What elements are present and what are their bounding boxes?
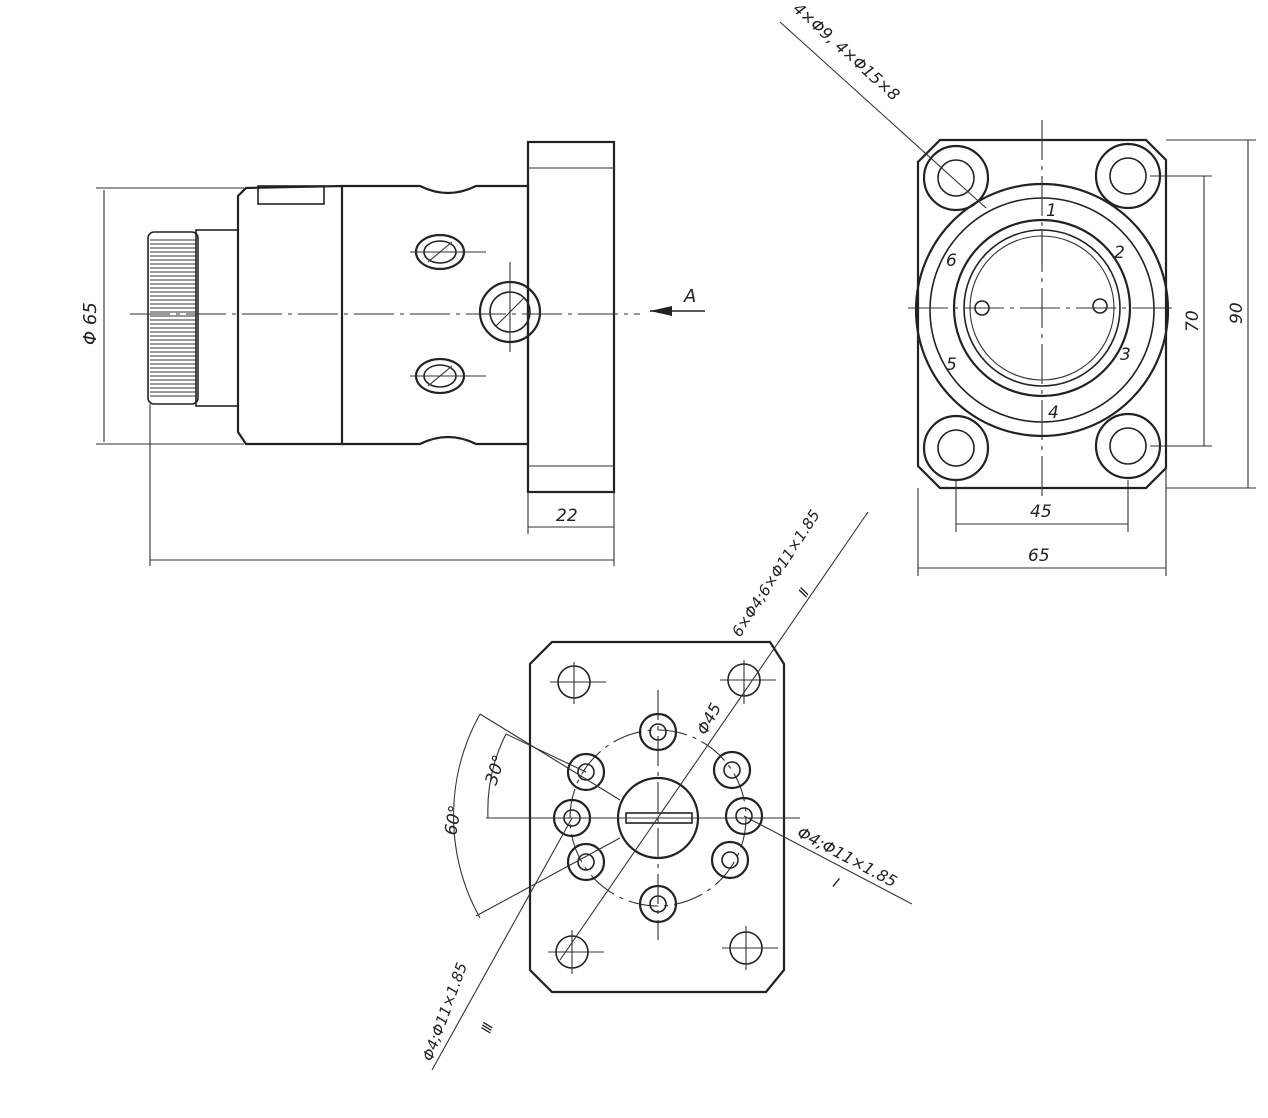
end-view: 1 2 3 4 5 6 4×Φ9, 4×Φ15×8 45 65 70 [779, 0, 1256, 576]
view-arrow-label: A [683, 286, 696, 307]
face-corner-hole-bl [548, 930, 604, 974]
callout-top: 6×Φ4;6×Φ11×1.85 Ⅱ Φ45 [559, 507, 869, 961]
height-outer-label: 90 [1227, 302, 1247, 324]
port-center [478, 262, 542, 352]
port-number-4: 4 [1048, 403, 1059, 423]
face-port-right-upper [712, 750, 752, 790]
face-port-left-upper [566, 752, 606, 792]
body-front-ring [236, 184, 344, 446]
holes-callout: 4×Φ9, 4×Φ15×8 [779, 0, 987, 209]
face-corner-hole-br [722, 926, 778, 970]
holes-callout-label: 4×Φ9, 4×Φ15×8 [789, 0, 903, 104]
knob-neck [195, 229, 239, 407]
callout-right: Φ4;Φ11×1.85 Ⅰ [743, 815, 913, 905]
top-tab [257, 185, 325, 205]
body-main [342, 184, 530, 446]
angle-arc-60 [453, 713, 481, 919]
height-dimensions: 70 90 [1150, 139, 1256, 489]
port-number-6: 6 [946, 251, 957, 271]
width-inner-label: 45 [1030, 502, 1052, 522]
callout-right-label: Φ4;Φ11×1.85 [794, 823, 900, 891]
callout-right-mark: Ⅰ [830, 875, 841, 891]
port-number-3: 3 [1120, 345, 1131, 365]
end-flange-outline [916, 138, 1168, 490]
port-number-5: 5 [946, 355, 957, 375]
corner-hole-bottom-left [922, 414, 990, 482]
angle-arc-30 [487, 733, 507, 819]
face-view: 30° 60° 6×Φ4;6×Φ11×1.85 Ⅱ Φ45 Φ4;Φ11×1.8… [419, 507, 913, 1071]
callout-bottom-label: Φ4;Φ11×1.85 [419, 960, 471, 1063]
face-port-left-lower [566, 842, 606, 882]
face-port-right-mid [724, 796, 764, 836]
flange [526, 140, 616, 494]
knob-knurling [150, 239, 196, 397]
face-plate-outline [528, 640, 786, 994]
width-dimensions: 45 65 [917, 468, 1167, 576]
angle-large-label: 60° [441, 804, 466, 837]
port-number-2: 2 [1114, 243, 1125, 263]
port-lower [410, 357, 486, 395]
port-number-1: 1 [1046, 201, 1057, 221]
callout-top-label: 6×Φ4;6×Φ11×1.85 [728, 507, 823, 641]
flange-dimension: 22 [527, 492, 615, 534]
view-arrow: A [650, 286, 705, 316]
callout-top-mark: Ⅱ [796, 586, 813, 601]
face-diameter-label: Φ45 [693, 700, 725, 738]
diameter-label: Φ 65 [80, 302, 101, 345]
width-outer-label: 65 [1028, 546, 1050, 566]
port-upper [410, 233, 486, 271]
corner-hole-top-left [922, 144, 990, 212]
flange-dimension-label: 22 [556, 506, 578, 526]
face-port-right-lower [710, 840, 750, 880]
face-corner-hole-tr [720, 660, 776, 704]
callout-bottom: Φ4;Φ11×1.85 Ⅲ [419, 817, 573, 1071]
diameter-dimension: Φ 65 [80, 187, 244, 445]
knob [147, 231, 199, 405]
side-view: A Φ 65 22 [80, 140, 705, 566]
height-inner-label: 70 [1183, 310, 1203, 332]
face-corner-hole-tl [550, 662, 606, 704]
callout-bottom-mark: Ⅲ [479, 1020, 497, 1035]
angle-small-label: 30° [482, 753, 510, 788]
